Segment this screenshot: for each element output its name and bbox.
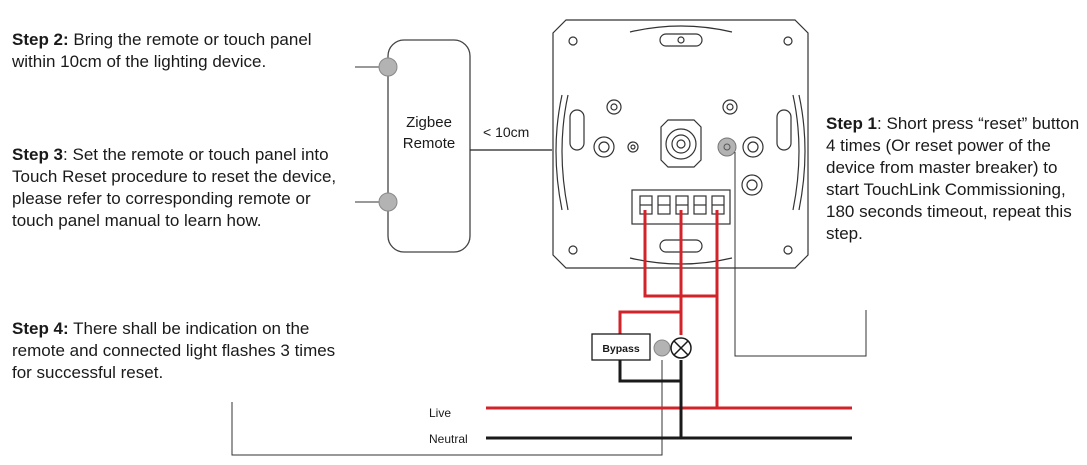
neutral-label: Neutral bbox=[429, 432, 468, 446]
remote-label-line2: Remote bbox=[403, 135, 456, 152]
step-2-text: Step 2: Bring the remote or touch panel … bbox=[12, 29, 342, 73]
live-label: Live bbox=[429, 406, 451, 420]
step-1-body: : Short press “reset” button 4 times (Or… bbox=[826, 114, 1080, 243]
remote-indicator-bottom bbox=[378, 192, 398, 212]
step-2-heading: Step 2: bbox=[12, 30, 69, 49]
live-wiring bbox=[486, 210, 852, 410]
light-indicator bbox=[653, 339, 671, 357]
step-2-body: Bring the remote or touch panel within 1… bbox=[12, 30, 312, 71]
lamp-icon bbox=[670, 337, 692, 359]
step-1-leader-line bbox=[734, 152, 867, 357]
step-4-heading: Step 4: bbox=[12, 319, 69, 338]
step-4-body: There shall be indication on the remote … bbox=[12, 319, 336, 382]
step-4-text: Step 4: There shall be indication on the… bbox=[12, 318, 342, 384]
step-1-text: Step 1: Short press “reset” button 4 tim… bbox=[826, 113, 1084, 245]
step-1-heading: Step 1 bbox=[826, 114, 878, 133]
zigbee-remote: Zigbee Remote bbox=[378, 39, 471, 253]
reset-button-center bbox=[723, 143, 731, 151]
bypass-label: Bypass bbox=[602, 343, 640, 355]
bypass-box: Bypass bbox=[591, 333, 651, 361]
neutral-wiring bbox=[486, 360, 852, 440]
step-3-body: : Set the remote or touch panel into Tou… bbox=[12, 145, 337, 230]
step-3-text: Step 3: Set the remote or touch panel in… bbox=[12, 144, 352, 232]
remote-label-line1: Zigbee bbox=[406, 114, 452, 131]
step-3-heading: Step 3 bbox=[12, 145, 64, 164]
remote-indicator-top bbox=[378, 57, 398, 77]
reset-button bbox=[717, 137, 737, 157]
distance-label: < 10cm bbox=[483, 124, 529, 140]
